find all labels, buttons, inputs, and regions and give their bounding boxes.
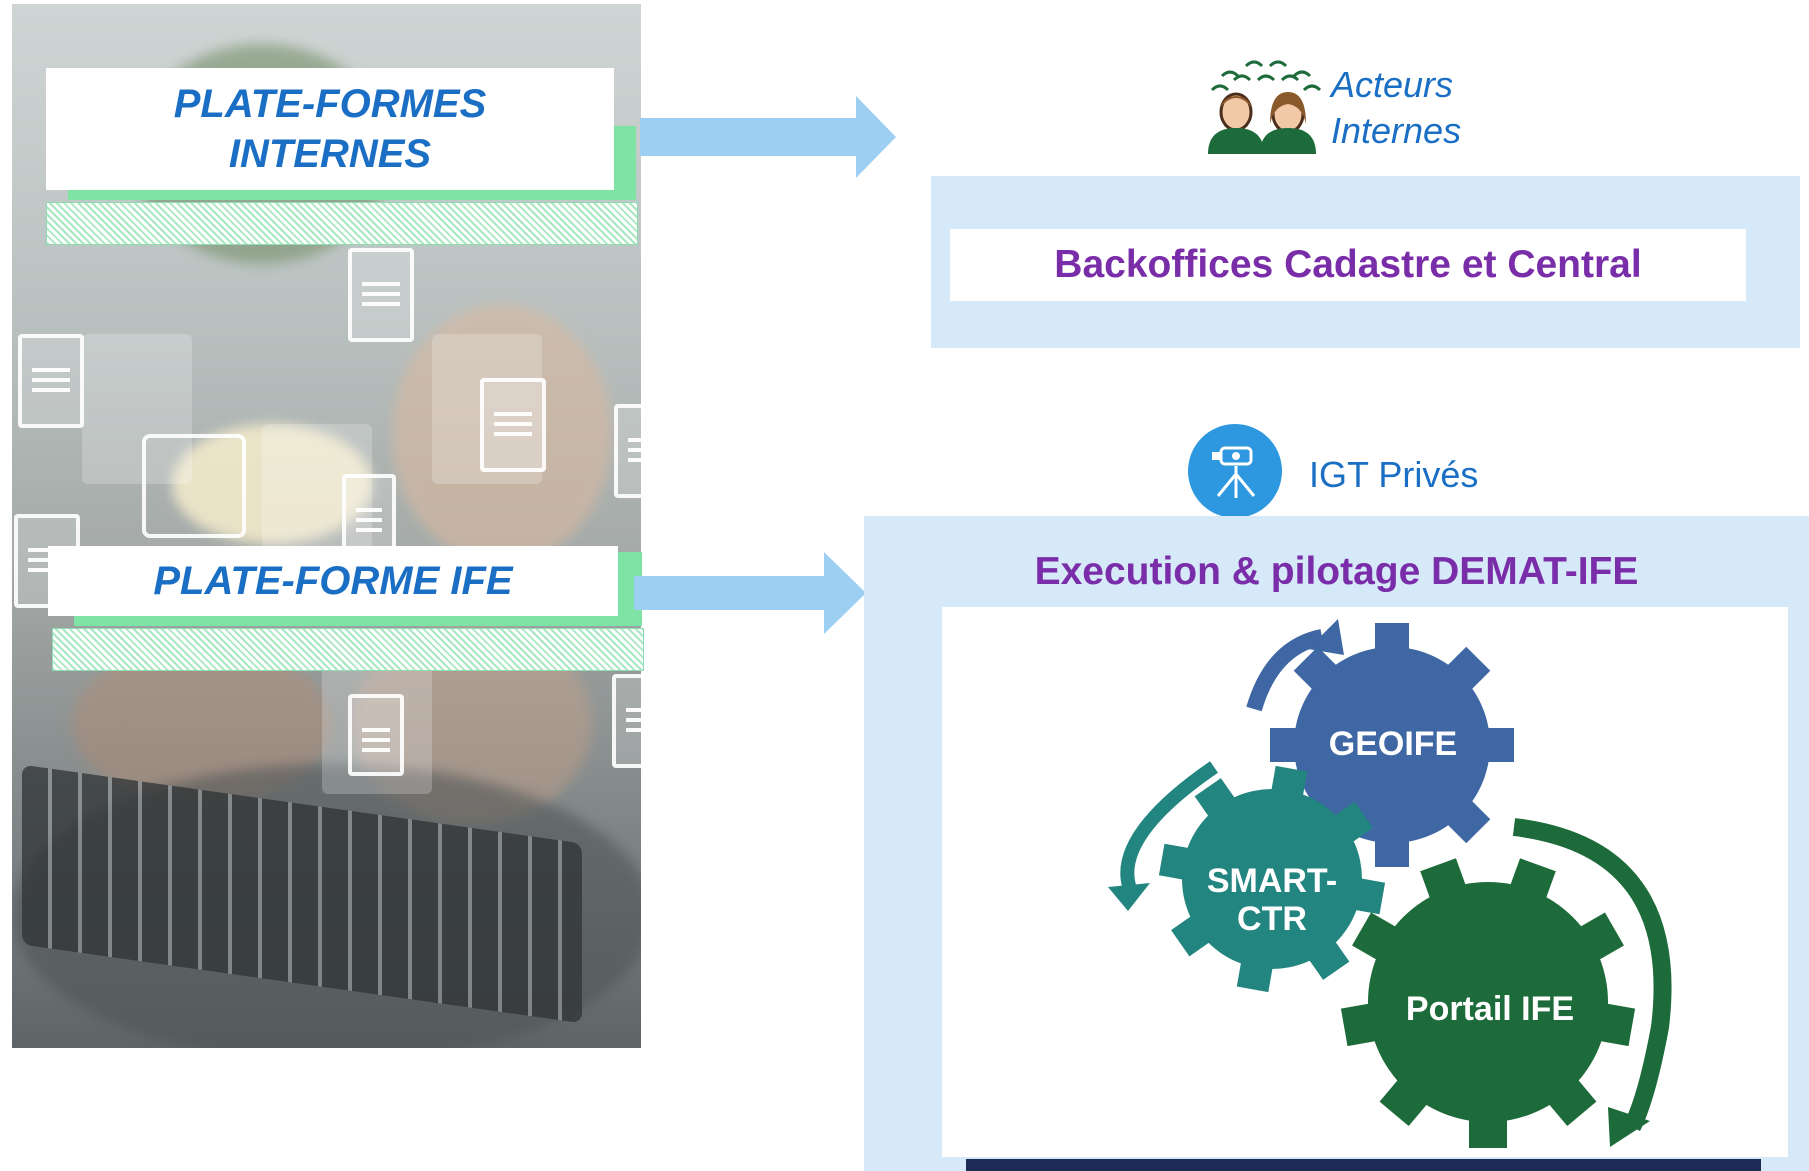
backoffice-label: Backoffices Cadastre et Central <box>950 229 1746 301</box>
document-icon <box>480 378 546 472</box>
arrow-to-demat <box>634 552 866 634</box>
document-icon <box>348 248 414 342</box>
document-icon <box>612 674 641 768</box>
surveying-instrument-icon <box>1212 446 1256 498</box>
cycle-arrow-icon <box>1308 619 1344 655</box>
gear-label-smart-ctr: SMART- CTR <box>1206 862 1338 938</box>
gear-smart-ctr <box>1158 765 1386 993</box>
bottom-bar <box>966 1159 1761 1171</box>
demat-title: Execution & pilotage DEMAT-IFE <box>1034 550 1639 593</box>
internal-actors-label: Acteurs Internes <box>1331 64 1462 151</box>
gear-label-geoife: GEOIFE <box>1328 725 1458 763</box>
people-icon <box>1208 60 1322 154</box>
document-icon <box>614 404 641 498</box>
gear-portail-ife <box>1340 858 1636 1148</box>
private-igt-label: IGT Privés <box>1309 454 1479 495</box>
gears-diagram <box>1108 619 1672 1148</box>
cycle-arrow-icon <box>1108 883 1150 911</box>
document-icon <box>18 334 84 428</box>
ife-platform-label: PLATE-FORME IFE <box>48 546 618 616</box>
document-edit-icon <box>348 694 404 776</box>
gear-label-portail-ife: Portail IFE <box>1405 990 1575 1028</box>
arrow-to-backoffice <box>640 96 896 178</box>
folder-icon <box>142 434 246 538</box>
igt-badge <box>1188 424 1282 518</box>
cycle-arrow-icon <box>1608 1107 1650 1147</box>
internal-platforms-label: PLATE-FORMES INTERNES <box>46 68 614 190</box>
document-icon <box>342 474 396 552</box>
